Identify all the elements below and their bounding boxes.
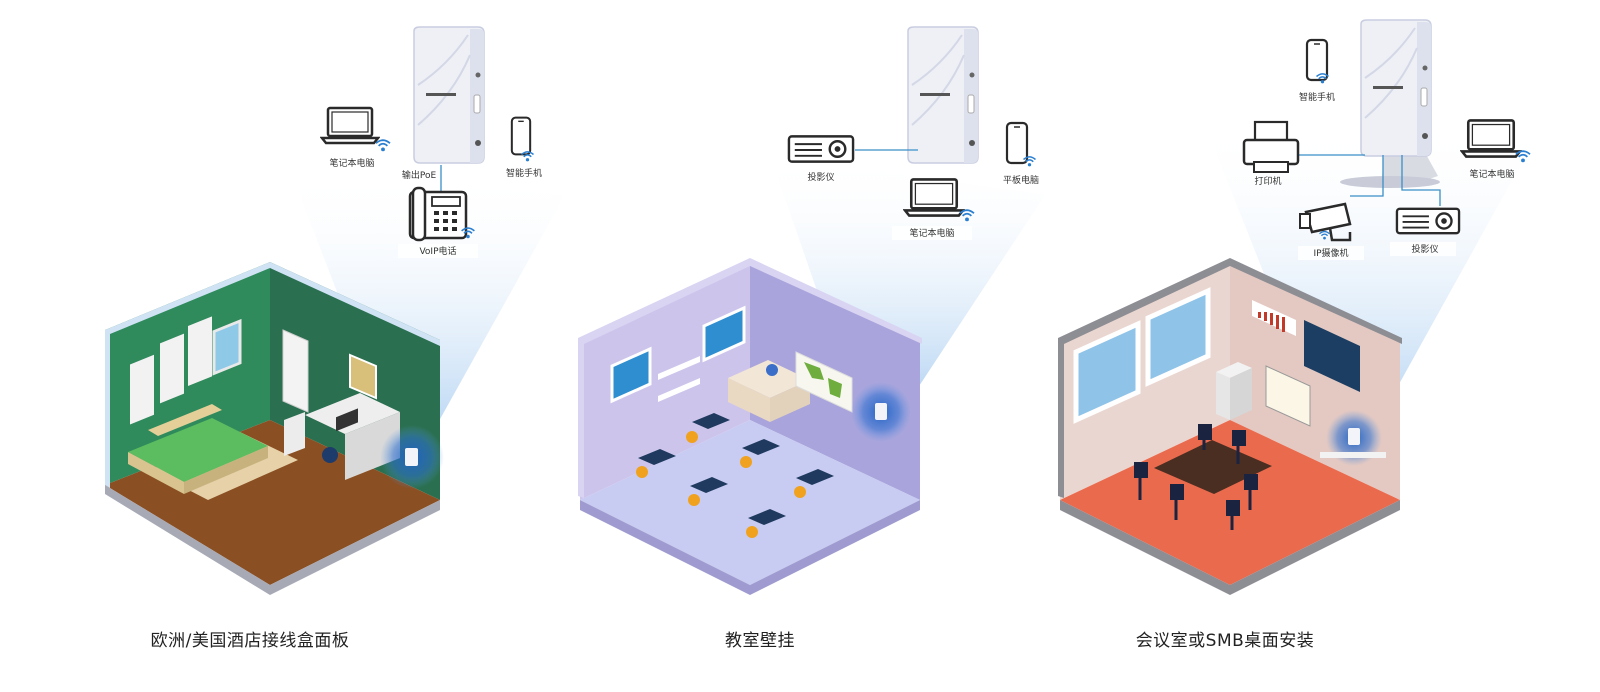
label-printer: 打印机 <box>1254 175 1281 187</box>
caption-hotel: 欧洲/美国酒店接线盒面板 <box>150 631 350 651</box>
label-projector: 投影仪 <box>1411 243 1438 255</box>
laptop-icon <box>320 106 380 145</box>
projector-icon <box>787 135 855 163</box>
projector-icon <box>1395 207 1461 235</box>
access-point-icon <box>1360 19 1432 157</box>
label-laptop: 笔记本电脑 <box>1469 168 1514 180</box>
laptop-icon <box>1460 119 1522 158</box>
tablet-icon <box>1005 121 1029 165</box>
signal-beam <box>1205 125 1540 440</box>
printer-icon <box>1242 120 1300 173</box>
label-tablet: 平板电脑 <box>1003 174 1039 186</box>
signal-beam <box>290 170 565 455</box>
label-poe-out: 输出PoE <box>402 169 437 181</box>
meeting-room <box>1058 258 1402 595</box>
caption-classroom: 教室壁挂 <box>725 631 795 651</box>
voip-phone-icon <box>408 186 468 242</box>
label-ipcam: IP摄像机 <box>1313 247 1348 259</box>
label-phone: 智能手机 <box>1299 91 1335 103</box>
laptop-icon <box>903 178 965 217</box>
scene-hotel: 笔记本电脑 输出PoE 智能手机 VoIP电话 <box>105 26 565 595</box>
caption-meeting-room: 会议室或SMB桌面安装 <box>1135 631 1315 651</box>
access-point-icon <box>907 26 979 164</box>
label-laptop: 笔记本电脑 <box>909 227 954 239</box>
access-point-icon <box>413 26 485 164</box>
label-phone: 智能手机 <box>506 167 542 179</box>
phone-icon <box>510 116 532 156</box>
label-projector: 投影仪 <box>807 171 834 183</box>
ip-camera-icon <box>1299 202 1352 242</box>
scene-classroom: 投影仪 平板电脑 笔记本电脑 <box>578 26 1045 595</box>
label-laptop: 笔记本电脑 <box>329 157 374 169</box>
label-voip: VoIP电话 <box>419 245 456 257</box>
wifi-icon <box>375 139 391 152</box>
hotel-room <box>105 262 444 595</box>
classroom <box>578 258 922 595</box>
scene-meeting-room: 智能手机 打印机 笔记本电脑 IP摄像机 投影仪 <box>1058 19 1540 595</box>
